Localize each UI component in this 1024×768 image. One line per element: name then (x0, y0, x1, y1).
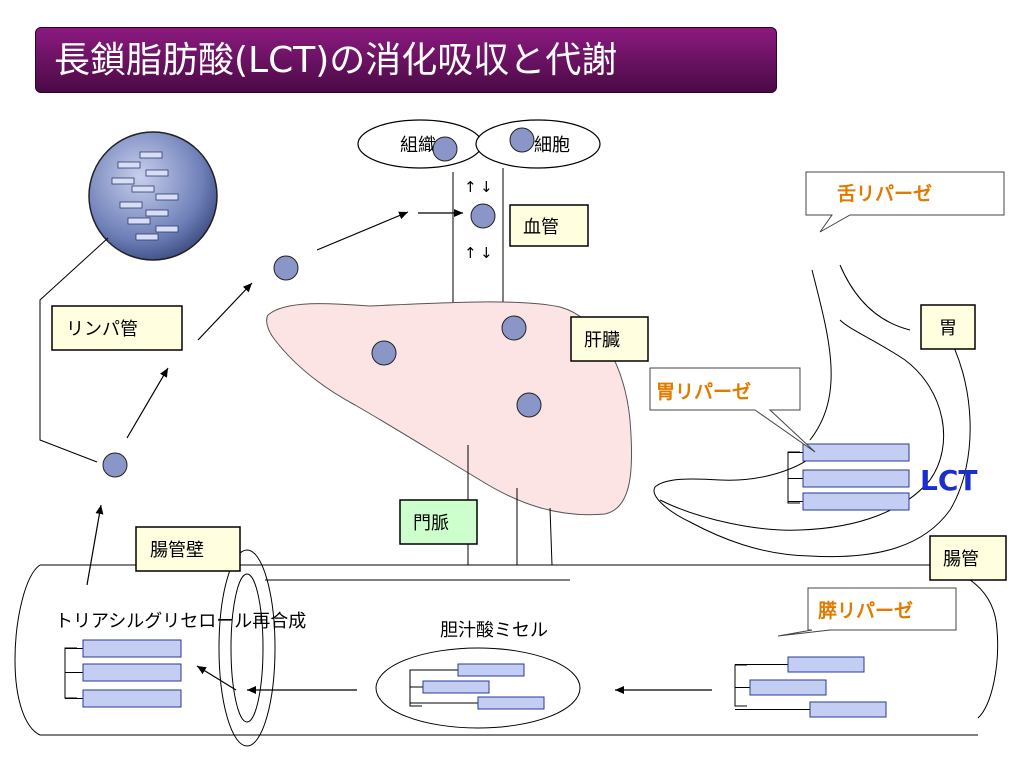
intestinal-wall-label: 腸管壁 (150, 540, 204, 561)
liver-shape (266, 301, 633, 516)
fatty-acid-bar (477, 696, 545, 710)
intestinal-wall-section (218, 549, 276, 747)
fatty-acid-dot (509, 127, 535, 153)
chylomicron-image (88, 131, 218, 261)
portal-vein-label-box: 門脈 (399, 499, 478, 545)
glycerol-bracket (787, 451, 800, 504)
tongue-lipase-text: 舌リパーゼ (837, 182, 932, 205)
fatty-acid-bar (422, 680, 490, 694)
fatty-acid-bar (82, 663, 182, 682)
micelle-triglyceride (409, 663, 545, 710)
blood-vessel-label-box: 血管 (509, 204, 589, 247)
flow-arrows (86, 209, 712, 694)
liver-label-box: 肝臓 (570, 316, 649, 362)
gastric-lipase-text: 胃リパーゼ (656, 380, 751, 403)
fatty-acid-bar (749, 679, 827, 696)
glycerol-bracket (734, 664, 747, 707)
arrow (316, 211, 409, 251)
fatty-acid-bar (82, 689, 182, 708)
resynthesized-triglyceride (64, 639, 182, 708)
arrow (126, 367, 169, 439)
up-arrow-icon: ↑ (464, 178, 477, 196)
fatty-acid-bar (82, 639, 182, 658)
fatty-acid-bar (809, 701, 887, 718)
fatty-acid-dot (102, 452, 128, 478)
cell-ellipse (475, 119, 601, 169)
lct-label: LCT (920, 464, 978, 497)
slide-title: 長鎖脂肪酸(LCT)の消化吸収と代謝 (35, 27, 777, 93)
arrow (196, 665, 237, 691)
fatty-acid-bar (802, 492, 910, 511)
down-arrow-icon: ↓ (480, 178, 493, 196)
glycerol-bracket (409, 669, 422, 707)
intestine-label-box: 腸管 (929, 535, 1007, 581)
fatty-acid-bar (802, 443, 910, 462)
down-arrow-icon: ↓ (480, 244, 493, 262)
fatty-acid-bar (787, 656, 865, 673)
bile-micelle-label: 胆汁酸ミセル (440, 620, 548, 641)
fatty-acid-bar (802, 469, 910, 488)
fatty-acid-dot (516, 392, 542, 418)
pancreatic-lipase-callout: 膵リパーゼ (777, 587, 957, 637)
gastric-lipase-callout: 胃リパーゼ (649, 367, 816, 453)
arrow (197, 282, 253, 341)
fatty-acid-dot (432, 136, 458, 162)
intestinal-wall-label-box: 腸管壁 (135, 526, 241, 572)
fatty-acid-dot (273, 255, 299, 281)
fatty-acid-dots (102, 127, 542, 478)
chylomicron-callout-line (39, 237, 109, 463)
resynthesis-label: トリアシルグリセロール再合成 (55, 611, 306, 632)
tongue-lipase-callout: 舌リパーゼ (805, 171, 1005, 233)
arrow (86, 504, 104, 586)
fatty-acid-dot (470, 203, 496, 229)
pancreatic-triglyceride (734, 656, 887, 718)
stomach-outline (653, 264, 971, 558)
cell-label: 細胞 (534, 135, 570, 156)
fatty-acid-dot (371, 340, 397, 366)
lct-triglyceride (787, 443, 910, 511)
fatty-acid-bar (457, 663, 525, 677)
lymph-duct-label-box: リンパ管 (51, 305, 183, 351)
tissue-label: 組織 (400, 135, 436, 156)
fatty-acid-dot (501, 315, 527, 341)
intestine-label: 腸管 (943, 549, 979, 570)
blood-vessel-label: 血管 (523, 217, 559, 238)
liver-label: 肝臓 (584, 330, 620, 351)
stomach-label-box: 胃 (920, 304, 976, 350)
lymph-duct-label: リンパ管 (66, 319, 138, 340)
up-arrow-icon: ↑ (464, 244, 477, 262)
bile-micelle-ellipse (375, 647, 581, 729)
portal-vein-label: 門脈 (413, 513, 449, 534)
pancreatic-lipase-text: 膵リパーゼ (818, 599, 913, 622)
stomach-label: 胃 (939, 318, 957, 339)
